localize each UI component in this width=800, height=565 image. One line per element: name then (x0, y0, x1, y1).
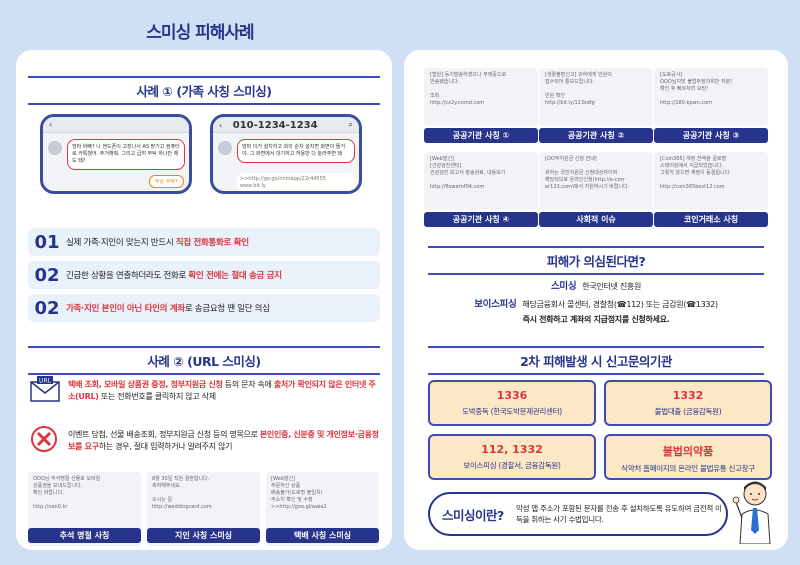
report-number: 1336 (496, 389, 528, 402)
sample-sms-card: [OO부지원금 신청 안내] 귀하는 국민지원금 신청대상자이며 해당되므로 온… (539, 152, 653, 210)
report-agency: 식약처 홈페이지의 온라인 불법유통 신고창구 (621, 464, 755, 473)
link-bubble: >>http://go.go/nnmapp/22r44555 www.bit.l… (237, 173, 355, 191)
sample-sms-label: 사회적 이슈 (539, 212, 653, 227)
phone-status-bar: ‹ (43, 117, 189, 133)
report-heading: 2차 피해발생 시 신고문의기관 (428, 346, 764, 375)
back-icon: ‹ (49, 120, 53, 129)
avatar (218, 141, 232, 155)
definition-term: 스미싱이란? (442, 507, 504, 523)
phone-status-bar: ‹ 010-1234-1234 ⌕ (213, 117, 359, 133)
sample-sms-card: [Coin365] 계정 잔액을 골로벌 스테이킹에서 지급되었습니다. 그렇지… (654, 152, 768, 210)
suspect-heading: 피해가 의심된다면? (428, 246, 764, 275)
info-warning-item: 이벤트 당첨, 선물 배송조회, 정부지원금 신청 등의 명목으로 본인인증, … (28, 424, 380, 458)
report-agency: 보이스피싱 (경찰서, 금융감독원) (463, 461, 561, 470)
phone-mockup-1: ‹ 엄마 바빠? 나 핸드폰이 고장나서 AS 맡기고 컴퓨터로 카톡했어. 주… (40, 114, 192, 194)
sample-sms-label: 지인 사칭 스미싱 (147, 528, 260, 543)
sample-sms-label: 공공기관 사칭 ① (424, 128, 538, 143)
report-number: 1332 (672, 389, 704, 402)
report-box: 112, 1332 보이스피싱 (경찰서, 금융감독원) (428, 434, 596, 480)
report-box: 1336 도박중독 (한국도박문제관리센터) (428, 380, 596, 426)
report-agency: 도박중독 (한국도박문제관리센터) (462, 407, 562, 416)
report-number: 112, 1332 (481, 443, 543, 456)
url-warning-item: URL 택배 조회, 모바일 상품권 증정, 정부지원금 신청 등의 문자 속에… (28, 374, 380, 408)
businessman-illustration (730, 478, 780, 545)
report-box: 불법의약품 식약처 홈페이지의 온라인 불법유통 신고창구 (604, 434, 772, 480)
tip-text: 실제 가족·지인이 맞는지 반드시 직접 전화통화로 확인 (66, 238, 249, 248)
install-message-bubble: 엄마 이거 설치하고 회의 순차 설치면 화면이 뜰거야. 그 화면에서 대기하… (237, 139, 355, 163)
sender-number: 010-1234-1234 (232, 120, 318, 131)
family-message-bubble: 엄마 바빠? 나 핸드폰이 고장나서 AS 맡기고 컴퓨터로 카톡했어. 주거해… (67, 139, 185, 170)
case2-heading: 사례 ② (URL 스미싱) (28, 346, 380, 375)
sample-sms-label: 공공기관 사칭 ③ (654, 128, 768, 143)
tip-row: 02 긴급한 상황을 연출하더라도 전화로 확인 전에는 절대 송금 금지 (28, 261, 380, 289)
report-agency: 불법대출 (금융감독원) (654, 407, 722, 416)
report-number: 불법의약품 (662, 445, 714, 458)
sample-sms-label: 코인거래소 사칭 (654, 212, 768, 227)
tip-row: 02 가족·지인 본인이 아닌 타인의 계좌로 송금요청 땐 일단 의심 (28, 294, 380, 322)
tip-row: 01 실제 가족·지인이 맞는지 반드시 직접 전화통화로 확인 (28, 228, 380, 256)
stop-payment-notice: 즉시 전화하고 계좌의 지급정지를 신청하세요. (522, 315, 670, 324)
sample-sms-card: [Web발신] [건강검진센터] 건강검진 보고서 발송완료, 내용보기 htt… (424, 152, 538, 210)
tip-number: 01 (34, 231, 60, 253)
sample-sms-label: 공공기관 사칭 ② (539, 128, 653, 143)
sample-sms-card: [법원] 등기발송하였으나 부재중으로 반송됐습니다. 조회 http://cx… (424, 68, 538, 126)
sample-sms-card: [생활불편신고] 귀하에게 민원이 접수되어 통보드립니다. 민원 확인 htt… (539, 68, 653, 126)
report-box: 1332 불법대출 (금융감독원) (604, 380, 772, 426)
sample-sms-label: 추석 명절 사칭 (28, 528, 141, 543)
back-icon: ‹ (219, 121, 223, 130)
reply-bubble: 무슨 부탁? (149, 175, 184, 188)
sample-sms-label: 공공기관 사칭 ④ (424, 212, 538, 227)
info-warning-text: 이벤트 당첨, 선물 배송조회, 정부지원금 신청 등의 명목으로 본인인증, … (68, 430, 379, 451)
tip-number: 02 (34, 264, 60, 286)
url-warning-text: 택배 조회, 모바일 상품권 증정, 정부지원금 신청 등의 문자 속에 출처가… (68, 380, 376, 401)
search-icon: ⌕ (348, 120, 353, 129)
sample-sms-card: [도로공사] OOO님지방 불법주정차위반 처분! 확인 후 빠르처리 요망! … (654, 68, 768, 126)
case1-heading: 사례 ① (가족 사칭 스미싱) (28, 76, 380, 105)
svg-text:URL: URL (39, 378, 52, 385)
url-envelope-icon: URL (28, 374, 68, 408)
left-panel: 사례 ① (가족 사칭 스미싱) ‹ 엄마 바빠? 나 핸드폰이 고장나서 AS… (16, 50, 392, 550)
tip-text: 가족·지인 본인이 아닌 타인의 계좌로 송금요청 땐 일단 의심 (66, 304, 270, 314)
tip-text: 긴급한 상황을 연출하더라도 전화로 확인 전에는 절대 송금 금지 (66, 271, 282, 281)
smishing-definition: 스미싱이란? 악성 앱 주소가 포함된 문자를 전송 후 설치하도록 유도하여 … (428, 492, 728, 536)
phone-mockup-2: ‹ 010-1234-1234 ⌕ 엄마 이거 설치하고 회의 순차 설치면 화… (210, 114, 362, 194)
x-circle-icon (28, 424, 68, 458)
right-panel: [법원] 등기발송하였으나 부재중으로 반송됐습니다. 조회 http://cx… (404, 50, 788, 550)
page-title: 스미싱 피해사례 (146, 23, 254, 43)
tip-number: 02 (34, 297, 60, 319)
definition-text: 악성 앱 주소가 포함된 문자를 전송 후 설치하도록 유도하여 금전적 이득을… (516, 504, 722, 524)
sample-sms-label: 택배 사칭 스미싱 (266, 528, 379, 543)
avatar (48, 141, 62, 155)
